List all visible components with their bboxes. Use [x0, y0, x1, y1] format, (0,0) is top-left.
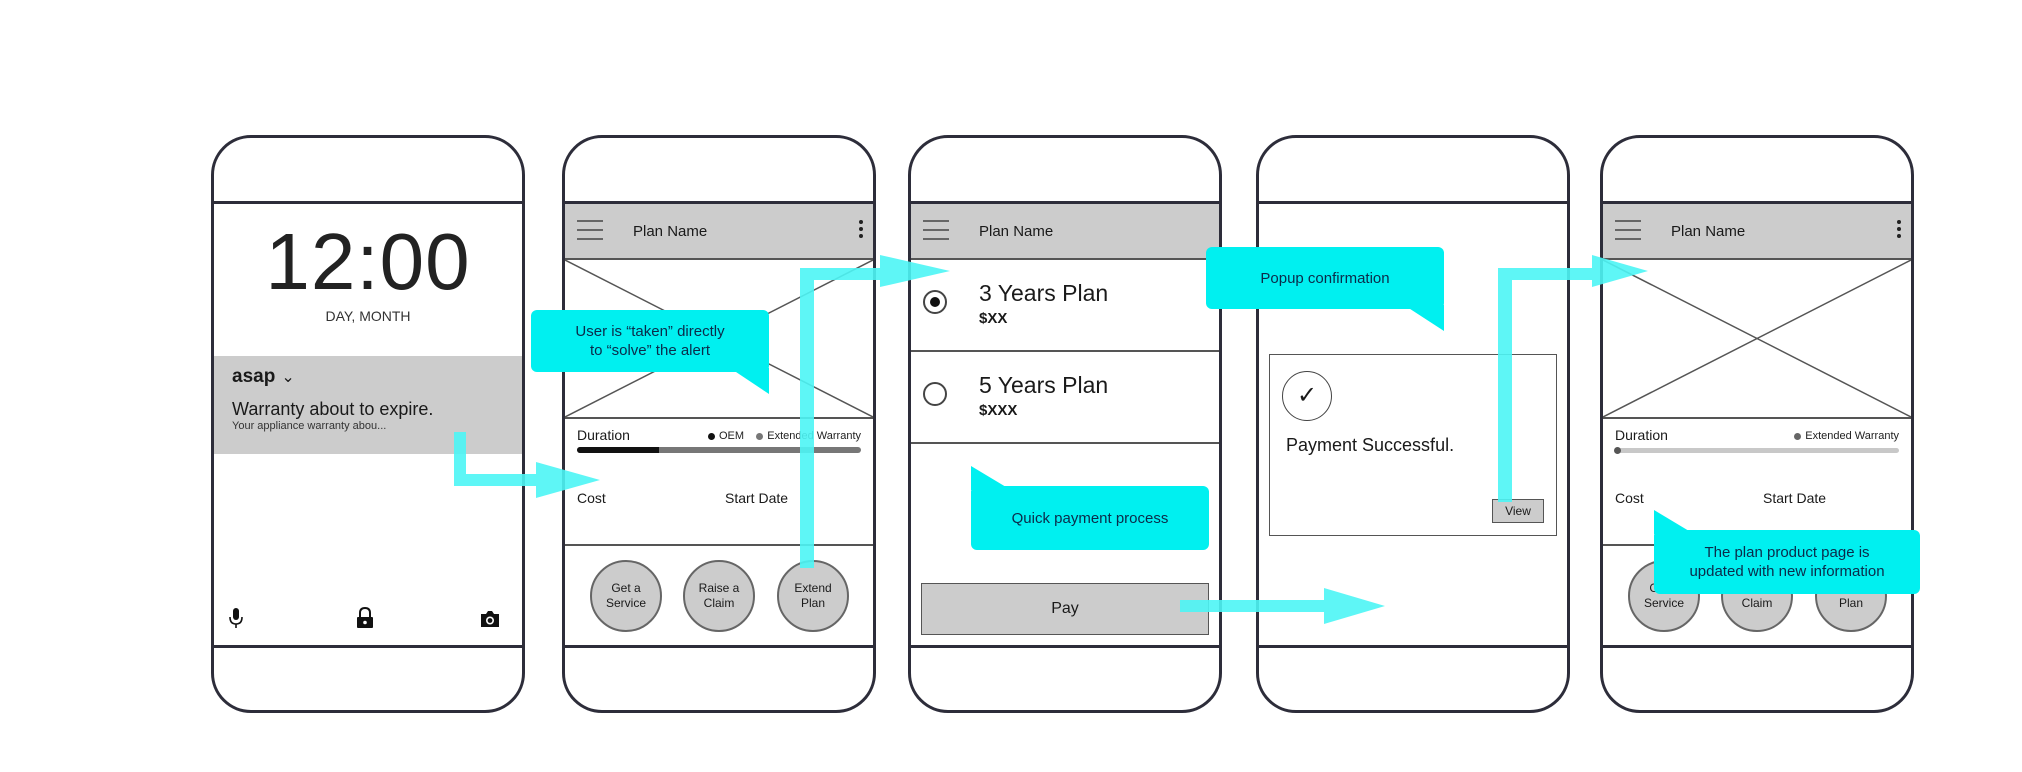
duration-label: Duration — [1615, 427, 1668, 443]
payment-popup: ✓ Payment Successful. View — [1269, 354, 1557, 536]
get-service-button[interactable]: Get a Service — [590, 560, 662, 632]
plan-option-5-years[interactable]: 5 Years Plan $XXX — [911, 352, 1219, 444]
legend-dot-extended — [756, 432, 764, 440]
lock-date: DAY, MONTH — [325, 308, 411, 324]
phone-confirmation: ✓ Payment Successful. View — [1256, 135, 1570, 713]
plan-3-years-name: 3 Years Plan — [979, 280, 1109, 306]
arrow-pay-to-confirmation — [1180, 588, 1385, 624]
legend-oem: OEM — [718, 430, 745, 442]
section-divider — [565, 544, 873, 546]
legend-extended: Extended Warranty — [1805, 430, 1899, 442]
phone-lock-screen: 12:00 DAY, MONTH asap ⌄ Warranty about to… — [211, 135, 525, 713]
extend-plan-label: Extend Plan — [794, 581, 832, 610]
phone-bottom-bezel — [565, 645, 873, 710]
callout-taken-text: User is “taken” directly to “solve” the … — [575, 323, 725, 359]
notification-app: asap ⌄ — [232, 366, 295, 388]
camera-icon[interactable] — [479, 609, 501, 635]
callout-taken-tail — [730, 368, 769, 394]
plan-option-3-years[interactable]: 3 Years Plan $XX — [911, 260, 1219, 352]
phone-top-bezel — [911, 138, 1219, 204]
callout-updated-page: The plan product page is updated with ne… — [1654, 530, 1920, 594]
plan-3-years-price: $XX — [979, 310, 1008, 327]
plan-5-years-price: $XXX — [979, 402, 1018, 419]
more-options-icon[interactable] — [859, 220, 863, 241]
lock-clock: 12:00 — [265, 217, 471, 306]
radio-3-years[interactable] — [923, 290, 947, 314]
app-bar: Plan Name — [1603, 204, 1911, 260]
start-date-label: Start Date — [1763, 490, 1827, 506]
pay-button[interactable]: Pay — [921, 583, 1209, 635]
hamburger-menu-icon[interactable] — [1615, 220, 1641, 240]
more-options-icon[interactable] — [1897, 220, 1901, 241]
lock-shortcuts — [214, 606, 522, 635]
chevron-down-icon[interactable]: ⌄ — [281, 369, 295, 386]
image-placeholder — [1603, 260, 1911, 419]
duration-bar — [1614, 447, 1899, 454]
phone-top-bezel — [1603, 138, 1911, 204]
arrow-extend-to-plans — [800, 255, 950, 568]
plan-name-title: Plan Name — [1671, 223, 1746, 240]
confirmation-screen: ✓ Payment Successful. View — [1259, 204, 1567, 645]
view-button[interactable]: View — [1492, 499, 1544, 523]
plan-5-years-name: 5 Years Plan — [979, 372, 1109, 398]
duration-label: Duration — [577, 427, 630, 443]
microphone-icon[interactable] — [228, 607, 244, 635]
legend-extended: Extended Warranty — [767, 430, 861, 442]
plan-name-title: Plan Name — [633, 223, 708, 240]
phone-bottom-bezel — [214, 645, 522, 710]
radio-5-years[interactable] — [923, 382, 947, 406]
legend-dot-oem — [707, 432, 715, 440]
plan-selection-screen: Plan Name 3 Years Plan $XX 5 Years Plan … — [911, 204, 1219, 645]
app-bar: Plan Name — [565, 204, 873, 260]
extend-plan-button[interactable]: Extend Plan — [777, 560, 849, 632]
callout-updated-tail — [1654, 510, 1694, 534]
check-icon: ✓ — [1282, 371, 1332, 421]
notification-title: Warranty about to expire. — [232, 399, 434, 419]
notification-app-name: asap — [232, 366, 276, 387]
phone-bottom-bezel — [911, 645, 1219, 710]
raise-claim-button[interactable]: Raise a Claim — [683, 560, 755, 632]
phone-plan-selection: Plan Name 3 Years Plan $XX 5 Years Plan … — [908, 135, 1222, 713]
hamburger-menu-icon[interactable] — [923, 220, 949, 240]
phone-bottom-bezel — [1259, 645, 1567, 710]
callout-updated-text: The plan product page is updated with ne… — [1689, 544, 1885, 580]
lock-screen: 12:00 DAY, MONTH asap ⌄ Warranty about to… — [214, 204, 522, 645]
phone-bottom-bezel — [1603, 645, 1911, 710]
payment-success-message: Payment Successful. — [1286, 435, 1455, 455]
legend-dot-extended — [1794, 432, 1802, 440]
duration-legend: OEM Extended Warranty — [707, 430, 861, 442]
cost-label: Cost — [1615, 490, 1644, 506]
duration-bar-start-dot — [1614, 447, 1621, 454]
raise-claim-label: Raise a Claim — [698, 581, 740, 610]
arrow-lock-to-plan — [454, 432, 600, 498]
notification-body: Your appliance warranty abou... — [232, 420, 387, 432]
callout-quick-payment: Quick payment process — [971, 486, 1209, 550]
duration-legend: Extended Warranty — [1794, 430, 1899, 442]
cost-label: Cost — [577, 490, 606, 506]
app-bar: Plan Name — [911, 204, 1219, 260]
callout-popup-tail — [1404, 305, 1444, 331]
phone-top-bezel — [565, 138, 873, 204]
arrow-view-to-updated — [1498, 255, 1648, 502]
plan-name-title: Plan Name — [979, 223, 1054, 240]
phone-top-bezel — [1259, 138, 1567, 204]
callout-popup-confirmation: Popup confirmation — [1206, 247, 1444, 309]
callout-quick-text: Quick payment process — [1011, 509, 1169, 527]
get-service-label: Get a Service — [605, 581, 646, 610]
callout-quick-tail — [971, 466, 1011, 490]
lock-icon[interactable] — [356, 606, 374, 635]
start-date-label: Start Date — [725, 490, 789, 506]
plan-page-screen: Plan Name Duration OEM Extended Warranty… — [565, 204, 873, 645]
hamburger-menu-icon[interactable] — [577, 220, 603, 240]
duration-bar — [577, 447, 861, 453]
callout-taken-to-solve: User is “taken” directly to “solve” the … — [531, 310, 769, 372]
callout-popup-text: Popup confirmation — [1260, 269, 1390, 287]
phone-top-bezel — [214, 138, 522, 204]
duration-bar-oem — [577, 447, 660, 453]
phone-plan-page: Plan Name Duration OEM Extended Warranty… — [562, 135, 876, 713]
warranty-notification[interactable]: asap ⌄ Warranty about to expire. Your app… — [214, 356, 522, 454]
